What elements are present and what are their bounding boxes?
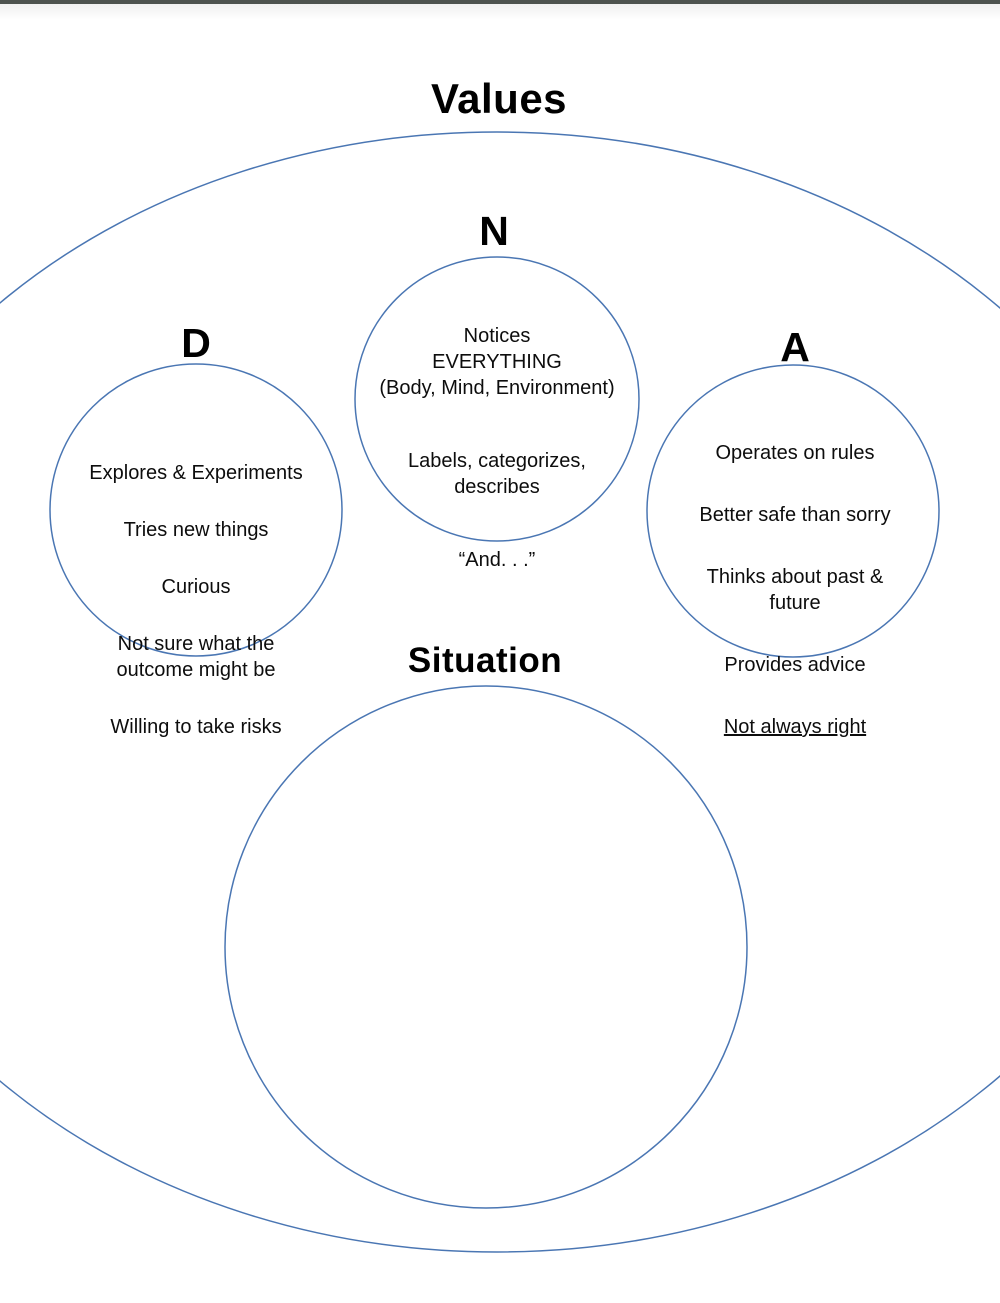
situation-circle: [224, 685, 748, 1209]
a-item: Not always right: [723, 716, 867, 738]
values-label: Values: [430, 75, 568, 122]
a-item: Better safe than sorry: [699, 504, 891, 526]
a-label: A: [780, 324, 810, 370]
n-label: N: [479, 208, 509, 254]
page-top-shadow: [0, 4, 1000, 20]
a-item: Operates on rules: [715, 442, 875, 464]
a-circle-text: Operates on rules Better safe than sorry…: [645, 414, 945, 776]
a-circle: [646, 364, 940, 658]
n-circle: [354, 256, 640, 542]
d-item: Not sure what the outcome might be: [116, 633, 276, 681]
window-top-edge: [0, 0, 1000, 4]
n-paragraph: “And. . .”: [458, 549, 536, 571]
d-circle-text: Explores & Experiments Tries new things …: [51, 434, 341, 771]
n-paragraph: Labels, categorizes, describes: [408, 450, 586, 498]
n-paragraph: Notices EVERYTHING (Body, Mind, Environm…: [379, 325, 615, 399]
d-label: D: [181, 320, 211, 366]
a-item: Thinks about past & future: [706, 566, 884, 614]
d-circle: [49, 363, 343, 657]
situation-label: Situation: [407, 641, 563, 680]
d-item: Curious: [161, 576, 231, 598]
d-item: Explores & Experiments: [89, 462, 303, 484]
a-item: Provides advice: [724, 654, 866, 676]
d-item: Willing to take risks: [110, 716, 282, 738]
d-item: Tries new things: [123, 519, 269, 541]
values-ellipse: [0, 131, 1000, 1253]
n-circle-text: Notices EVERYTHING (Body, Mind, Environm…: [347, 297, 647, 620]
